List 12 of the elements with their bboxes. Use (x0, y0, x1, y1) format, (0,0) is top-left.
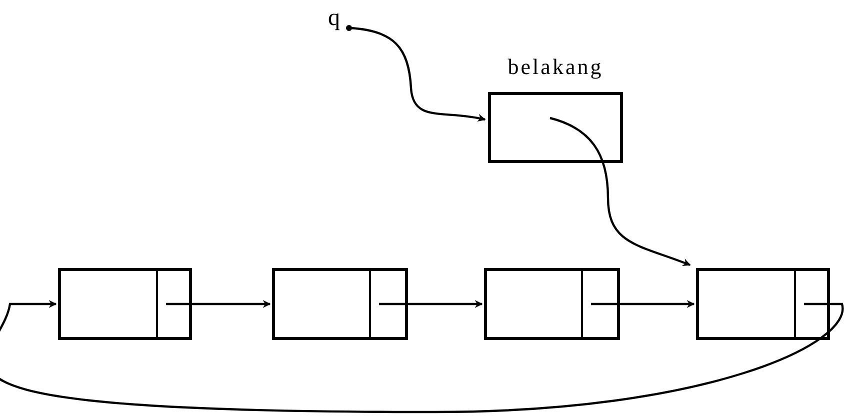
list-node-box (484, 268, 620, 340)
pointer-label: q (328, 6, 340, 30)
arrow (0, 300, 844, 414)
list-node-box (696, 268, 830, 340)
arrow (166, 300, 271, 308)
arrow (591, 300, 695, 308)
box-heading: belakang (506, 56, 604, 78)
list-node-box (272, 268, 408, 340)
arrow (550, 116, 691, 266)
arrow (379, 300, 483, 308)
list-node-box (58, 268, 192, 340)
arrow (346, 25, 486, 122)
